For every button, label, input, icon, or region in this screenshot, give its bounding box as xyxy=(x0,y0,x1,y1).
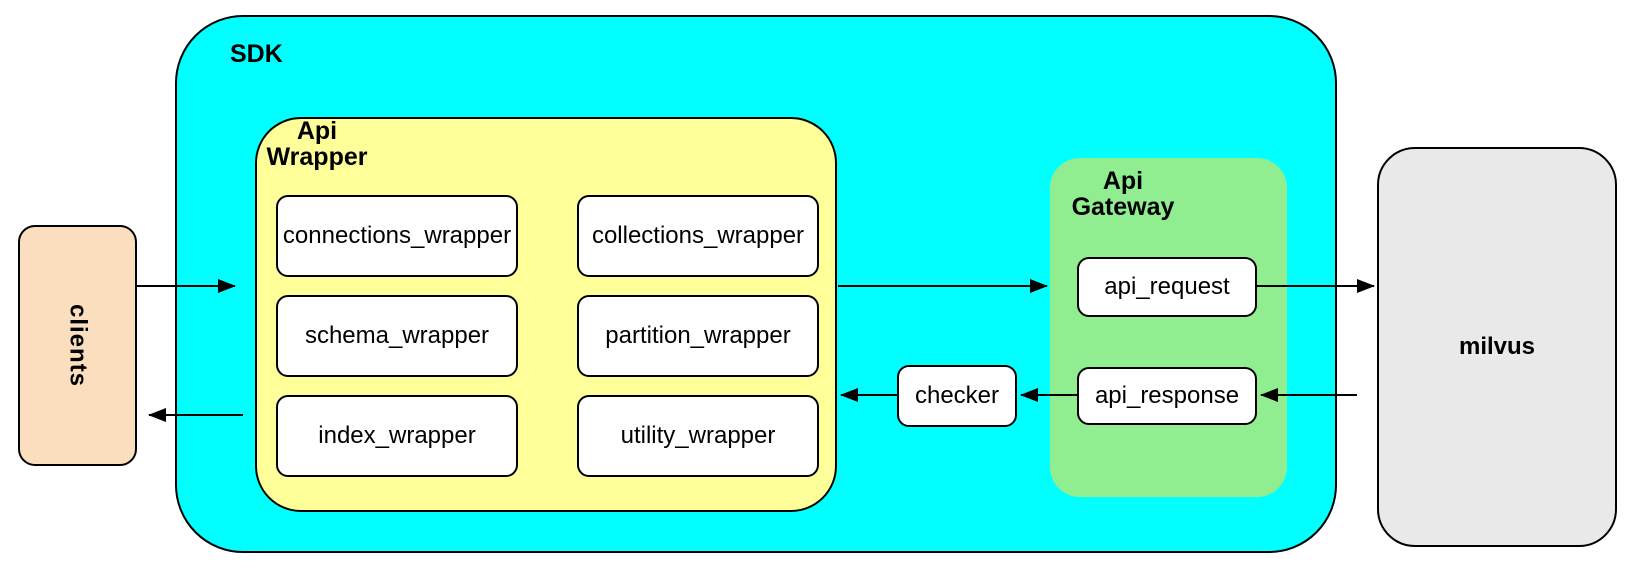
node-clients: clients xyxy=(18,225,137,466)
node-connections-wrapper: connections_wrapper xyxy=(276,195,518,277)
api-gateway-label-line1: Api xyxy=(1102,167,1144,195)
api-wrapper-label: Api Wrapper xyxy=(257,118,377,170)
api-gateway-container-box xyxy=(1050,158,1287,497)
clients-label: clients xyxy=(64,303,92,388)
node-partition-wrapper: partition_wrapper xyxy=(577,295,819,377)
node-collections-wrapper: collections_wrapper xyxy=(577,195,819,277)
api-gateway-label: Api Gateway xyxy=(1063,168,1183,220)
api-wrapper-label-line1: Api xyxy=(296,117,338,145)
node-utility-wrapper: utility_wrapper xyxy=(577,395,819,477)
node-milvus: milvus xyxy=(1377,147,1617,547)
node-api-request: api_request xyxy=(1077,257,1257,317)
node-checker: checker xyxy=(897,365,1017,427)
node-api-response: api_response xyxy=(1077,367,1257,425)
sdk-label: SDK xyxy=(230,40,283,68)
api-gateway-label-line2: Gateway xyxy=(1071,193,1175,221)
node-index-wrapper: index_wrapper xyxy=(276,395,518,477)
node-schema-wrapper: schema_wrapper xyxy=(276,295,518,377)
api-wrapper-label-line2: Wrapper xyxy=(266,143,368,171)
